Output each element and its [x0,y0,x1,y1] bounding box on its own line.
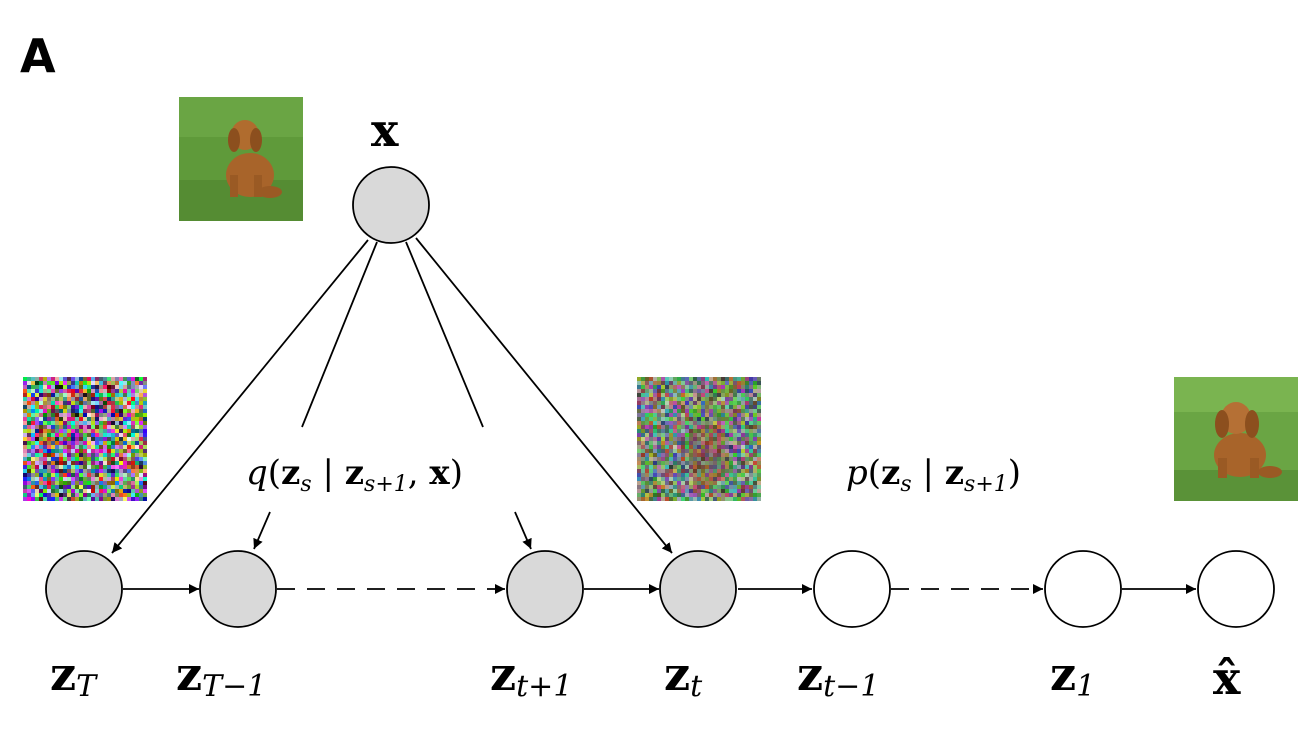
node-zT [45,550,123,628]
node-ztm1 [813,550,891,628]
label-xhat: x̂ [1213,651,1241,705]
edge-x-to-zT [111,239,369,554]
node-xhat [1197,550,1275,628]
edge-x-to-q-label-right [405,241,484,428]
label-ztp1: zt+1 [490,647,572,704]
node-z1 [1044,550,1122,628]
edge-q-label-to-ztp1 [514,511,532,550]
edge-x-to-q-label-left [301,241,378,428]
edge-x-to-zt [415,237,673,554]
label-z1: z1 [1050,647,1095,704]
forward-process-label: q(zs | zs+1, x) [246,453,463,497]
label-zt: zt [664,647,703,704]
node-zTm1 [199,550,277,628]
node-x [352,166,430,244]
generated-dog-image [1174,377,1298,501]
node-ztp1 [506,550,584,628]
label-zT: zT [50,647,98,704]
node-zt [659,550,737,628]
edge-q-label-to-zTm1 [253,511,271,550]
label-ztm1: zt−1 [797,647,879,704]
panel-label: A [20,29,56,83]
reverse-process-label: p(zs | zs+1) [846,453,1021,497]
noisy-dog-image [637,377,761,501]
node-x-label: x [371,103,399,157]
label-zTm1: zT−1 [176,647,266,704]
dog-photo-image [179,97,303,221]
pure-noise-image [23,377,147,501]
